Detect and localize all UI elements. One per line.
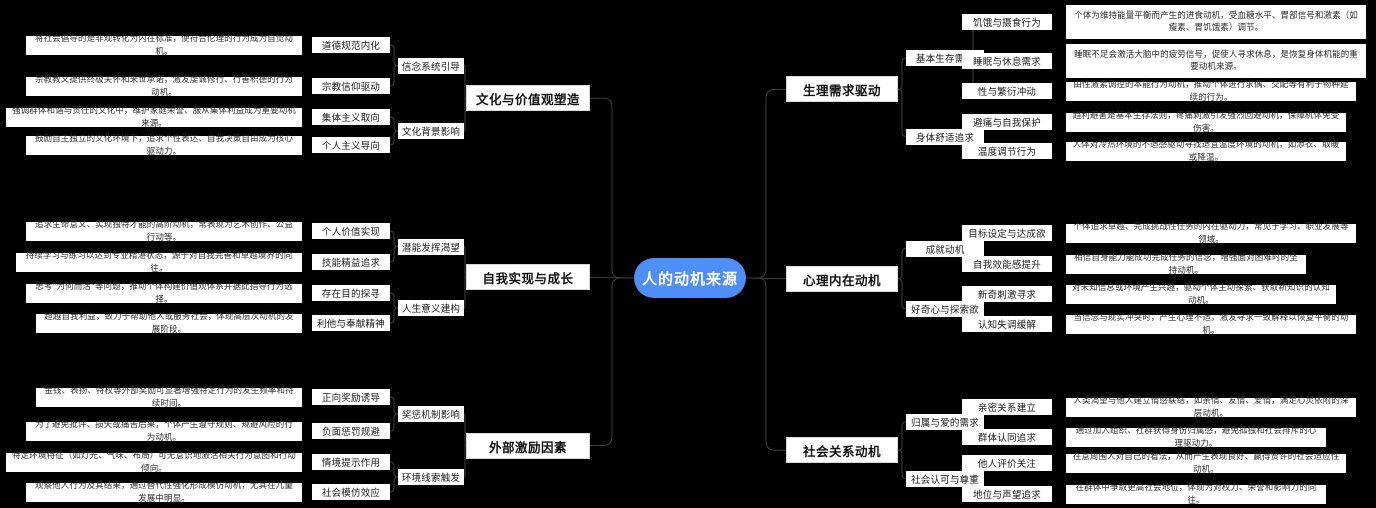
sub-external-1[interactable]: 环境线索触发 — [398, 469, 464, 485]
branch-self[interactable]: 自我实现与成长 — [466, 264, 590, 290]
sub-self-0[interactable]: 潜能发挥渴望 — [398, 239, 464, 255]
leaf-self-1-1: 超越自我利益，致力于帮助他人或服务社会，体现高层次动机的发展阶段。 — [36, 312, 302, 335]
item-social-1-1[interactable]: 地位与声望追求 — [962, 486, 1052, 502]
sub-psych-0[interactable]: 成就动机 — [906, 241, 984, 257]
leaf-physio-0-0: 个体为维持能量平衡而产生的进食动机，受血糖水平、胃部信号和激素（如瘦素、胃饥饿素… — [1066, 5, 1366, 39]
item-physio-1-1[interactable]: 温度调节行为 — [962, 143, 1052, 159]
leaf-social-0-0: 人类渴望与他人建立情感联结，如亲情、友情、爱情，满足心灵依附的深层动机。 — [1066, 396, 1356, 419]
item-physio-0-1[interactable]: 睡眠与休息需求 — [962, 53, 1052, 69]
branch-culture[interactable]: 文化与价值观塑造 — [466, 85, 590, 111]
item-culture-0-0[interactable]: 道德规范内化 — [312, 37, 390, 53]
leaf-psych-0-1: 相信自身能力能成功完成任务的信念，增强面对困难时的坚持动机。 — [1066, 253, 1306, 276]
sub-psych-1[interactable]: 好奇心与探索欲 — [906, 301, 984, 317]
item-external-1-1[interactable]: 社会模仿效应 — [312, 484, 390, 500]
sub-physio-1[interactable]: 身体舒适追求 — [906, 129, 984, 145]
item-self-0-0[interactable]: 个人价值实现 — [312, 223, 390, 239]
item-psych-0-1[interactable]: 自我效能感提升 — [962, 256, 1052, 272]
item-social-0-1[interactable]: 群体认同追求 — [962, 429, 1052, 445]
item-self-1-1[interactable]: 利他与奉献精神 — [312, 315, 390, 331]
leaf-self-0-0: 追求生命意义、实现独特才能的高阶动机，常表现为艺术创作、公益行动等。 — [26, 220, 302, 243]
leaf-social-1-0: 在意周围人对自己的看法，从而产生表现良好、赢得赞许的社会适应性动机。 — [1066, 452, 1346, 475]
branch-external[interactable]: 外部激励因素 — [466, 433, 590, 459]
leaf-self-0-1: 持续学习与练习以达到专业精湛状态，源于对自我完善和卓越境界的向往。 — [16, 251, 302, 274]
sub-self-1[interactable]: 人生意义建构 — [398, 300, 464, 316]
leaf-psych-0-0: 个体追求卓越、完成挑战性任务的内在驱动力，常见于学习、职业发展等领域。 — [1066, 222, 1356, 245]
branch-social[interactable]: 社会关系动机 — [786, 437, 898, 463]
item-culture-1-0[interactable]: 集体主义取向 — [312, 109, 390, 125]
leaf-culture-1-1: 鼓励自主独立的文化环境下，追求个性表达、自我决策自由成为核心驱动力。 — [26, 134, 302, 157]
leaf-social-1-1: 在群体中争取更高社会地位，体现为对权力、荣誉和影响力的向往。 — [1066, 483, 1326, 506]
leaf-culture-0-1: 宗教教义提供终极关怀和来世承诺，激发虔诚修行、行善积德的行为动机。 — [26, 75, 302, 98]
leaf-physio-1-0: 趋利避害是基本生存法则，疼痛刺激引发强烈回避动机，保障机体免受伤害。 — [1066, 111, 1346, 134]
leaf-culture-1-0: 强调群体和谐与责任的文化中，维护家庭荣誉、服从集体利益成为重要动机来源。 — [6, 106, 302, 129]
leaf-external-0-0: 金钱、表扬、特权等外部奖励可显著增强特定行为的发生频率和持续时间。 — [36, 386, 302, 409]
leaf-social-0-1: 通过加入组织、社群获得身份归属感，避免孤独和社会排斥的心理驱动力。 — [1066, 426, 1326, 449]
leaf-physio-0-2: 由性激素调控的本能行为动机，推动个体进行求偶、交配等有利于物种延续的行为。 — [1066, 80, 1356, 103]
item-physio-0-2[interactable]: 性与繁衍冲动 — [962, 83, 1052, 99]
sub-external-0[interactable]: 奖惩机制影响 — [398, 406, 464, 422]
sub-social-0[interactable]: 归属与爱的需求 — [906, 414, 984, 430]
leaf-psych-1-0: 对未知信息或环境产生兴趣，驱动个体主动探索、获取新知识的认知动机。 — [1066, 283, 1336, 306]
item-psych-0-0[interactable]: 目标设定与达成欲 — [962, 225, 1052, 241]
item-culture-1-1[interactable]: 个人主义导向 — [312, 137, 390, 153]
item-external-1-0[interactable]: 情境提示作用 — [312, 454, 390, 470]
leaf-external-0-1: 为了避免批评、损失或痛苦后果，个体产生遵守规则、规避风险的行为动机。 — [26, 420, 302, 443]
item-external-0-0[interactable]: 正向奖励诱导 — [312, 389, 390, 405]
branch-psych[interactable]: 心理内在动机 — [786, 266, 898, 292]
item-social-1-0[interactable]: 他人评价关注 — [962, 455, 1052, 471]
leaf-physio-1-1: 人体对冷热环境的不适感驱动寻找适宜温度环境的动机，如添衣、取暖或降温。 — [1066, 140, 1346, 163]
leaf-external-1-0: 特定环境特征（如灯光、气味、布局）可无意识地激活相关行为意图和行动倾向。 — [6, 451, 302, 474]
sub-social-1[interactable]: 社会认可与尊重 — [906, 471, 984, 487]
item-self-1-0[interactable]: 存在目的探寻 — [312, 285, 390, 301]
sub-culture-0[interactable]: 信念系统引导 — [398, 58, 464, 74]
item-physio-1-0[interactable]: 避痛与自我保护 — [962, 114, 1052, 130]
root-node[interactable]: 人的动机来源 — [634, 258, 746, 298]
sub-culture-1[interactable]: 文化背景影响 — [398, 123, 464, 139]
item-psych-1-1[interactable]: 认知失调缓解 — [962, 316, 1052, 332]
leaf-psych-1-1: 当信念与现实冲突时，产生心理不适，激发寻求一致解释以恢复平衡的动机。 — [1066, 313, 1356, 336]
leaf-external-1-1: 观察他人行为及其结果，通过替代性强化形成模仿动机，尤其在儿童发展中明显。 — [26, 481, 302, 504]
item-external-0-1[interactable]: 负面惩罚规避 — [312, 423, 390, 439]
item-culture-0-1[interactable]: 宗教信仰驱动 — [312, 78, 390, 94]
item-social-0-0[interactable]: 亲密关系建立 — [962, 399, 1052, 415]
item-psych-1-0[interactable]: 新奇刺激寻求 — [962, 286, 1052, 302]
leaf-physio-0-1: 睡眠不足会激活大脑中的疲劳信号，促使人寻求休息，是恢复身体机能的重要动机来源。 — [1066, 44, 1366, 78]
branch-physio[interactable]: 生理需求驱动 — [786, 76, 898, 102]
leaf-culture-0-0: 将社会倡导的是非观转化为内在标准，使符合伦理的行为成为自觉动机。 — [26, 34, 302, 57]
item-self-0-1[interactable]: 技能精益追求 — [312, 254, 390, 270]
item-physio-0-0[interactable]: 饥饿与摄食行为 — [962, 14, 1052, 30]
leaf-self-1-0: 思考"为何而活"等问题，推动个体构建价值观体系并据此指导行为选择。 — [26, 282, 302, 305]
